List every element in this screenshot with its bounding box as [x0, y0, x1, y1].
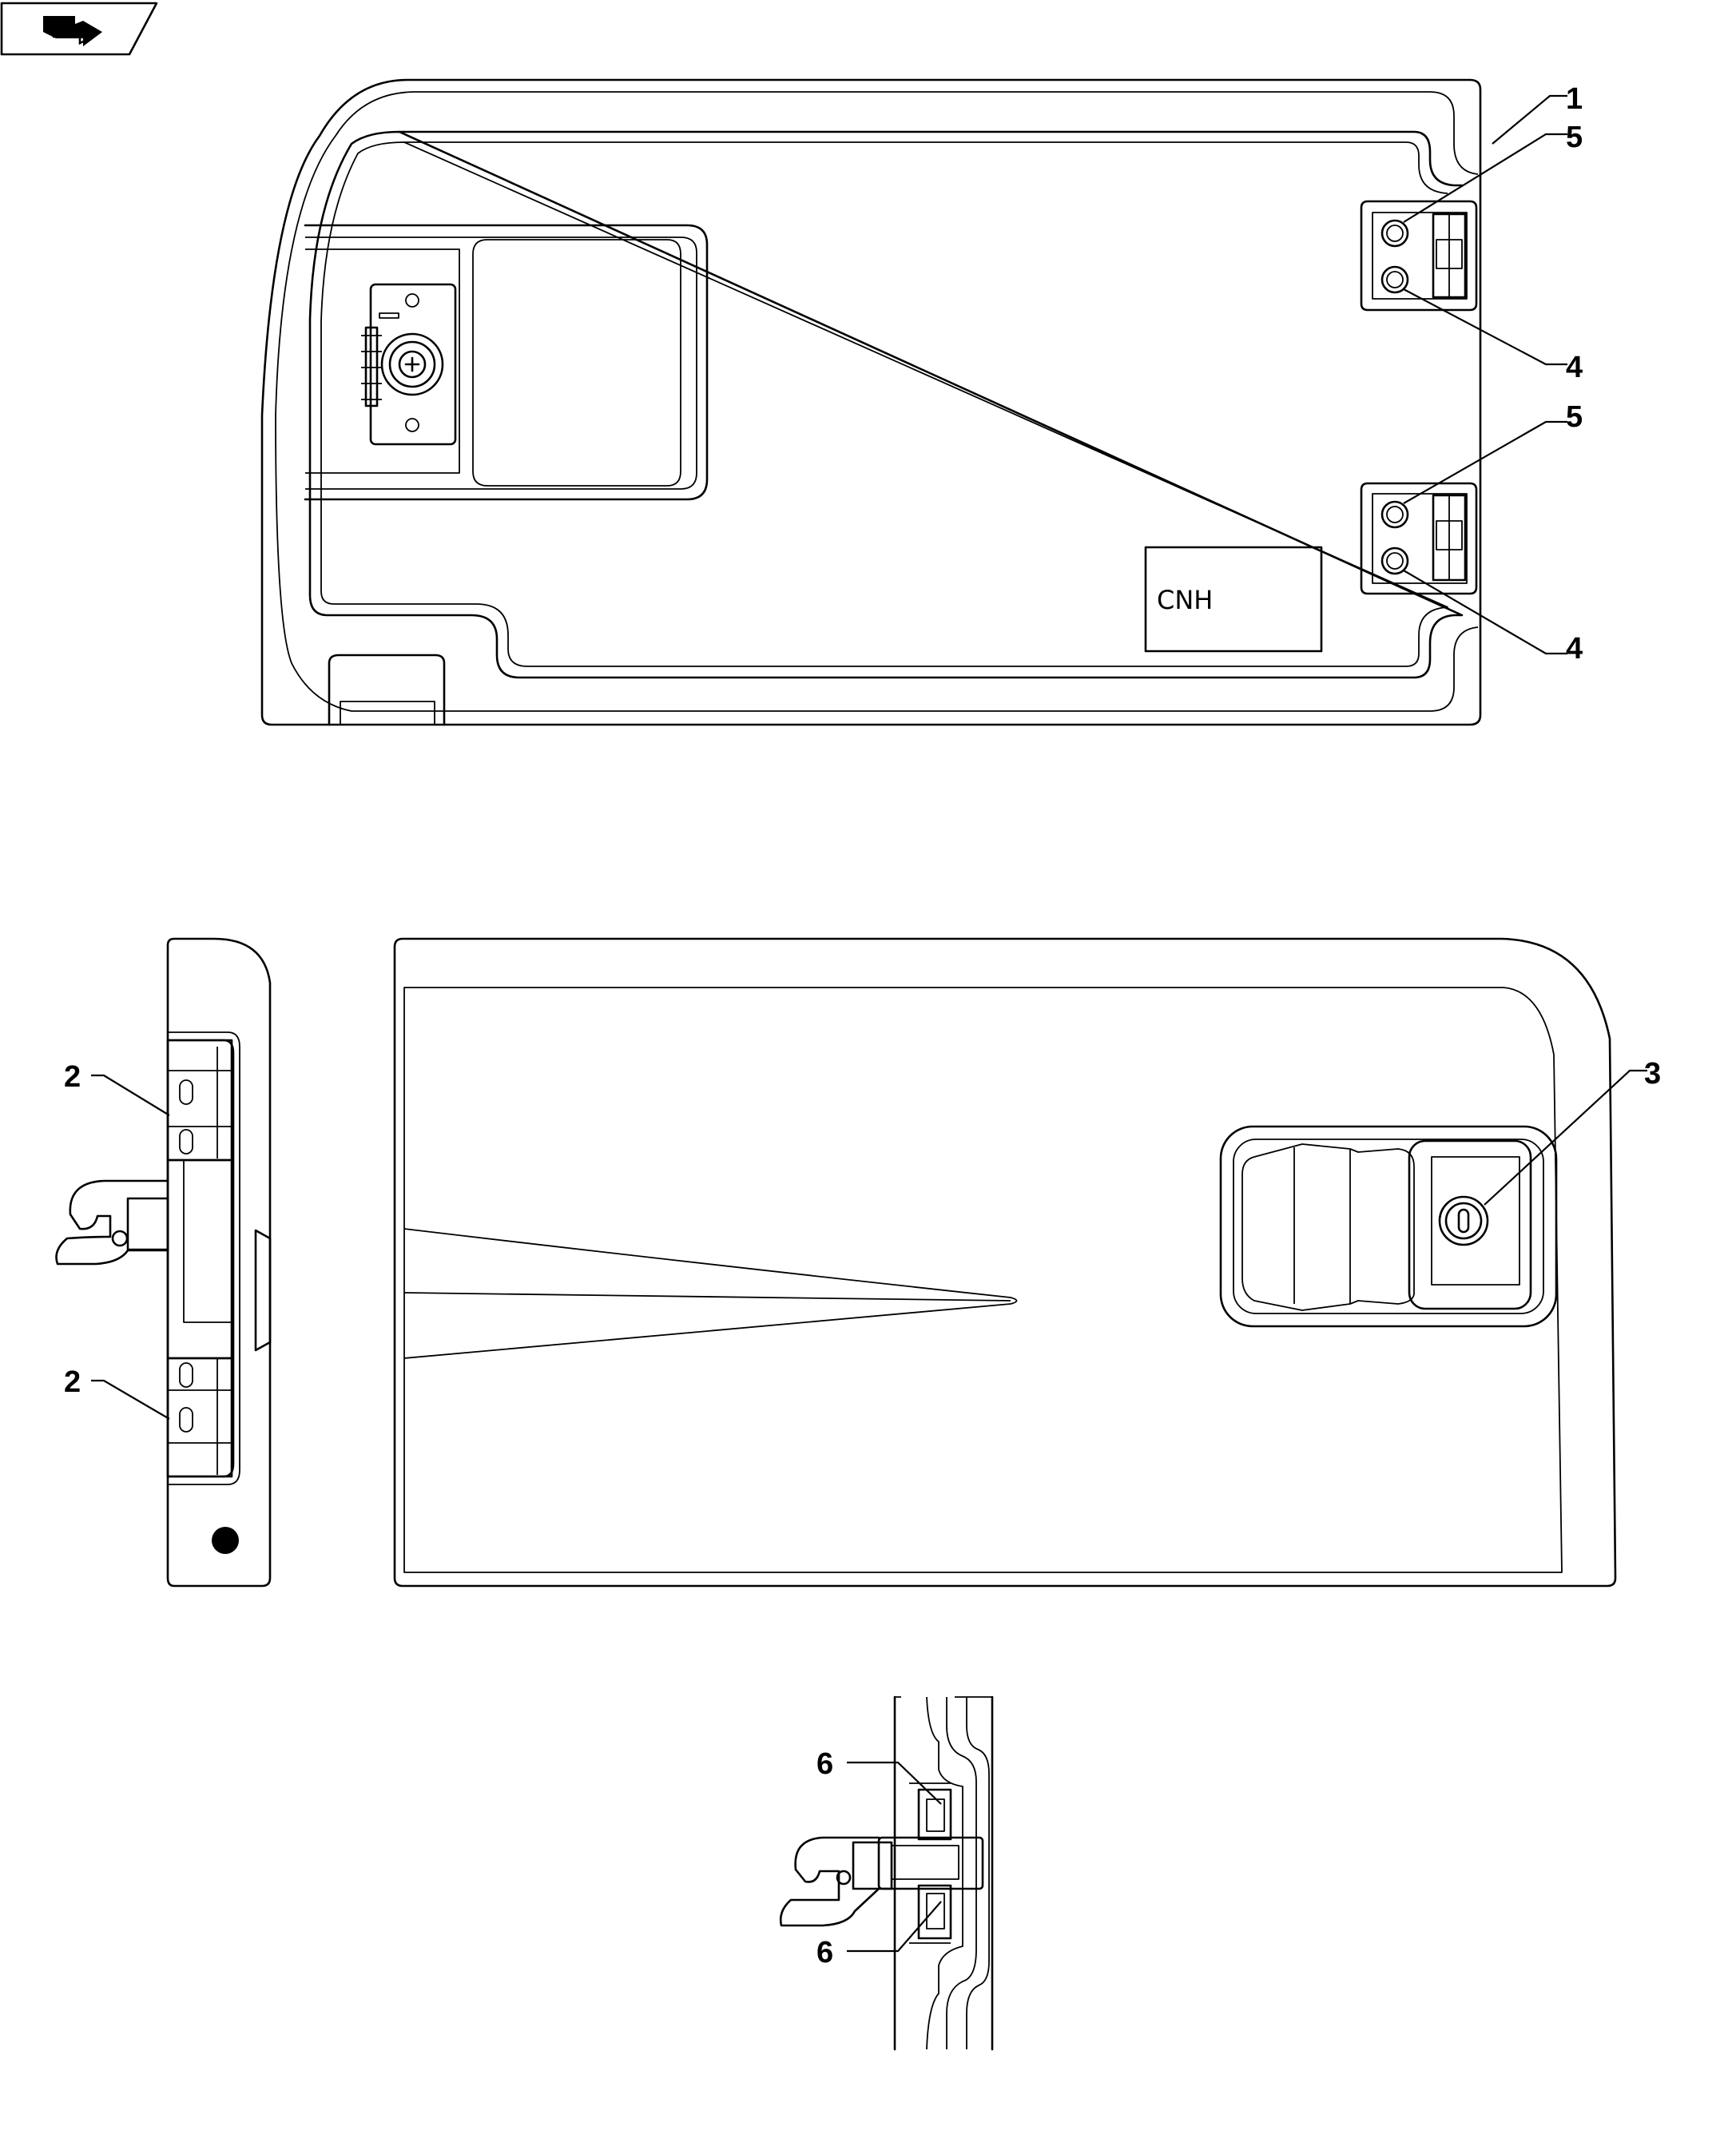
cnh-plate: [1144, 546, 1323, 653]
callout-6-lower: 6: [816, 1936, 833, 1969]
door-inner-view: [260, 78, 1482, 726]
callout-5-lower: 5: [1566, 400, 1583, 434]
callout-3: 3: [1644, 1057, 1661, 1091]
hinge-detail-view: [779, 1695, 994, 2051]
arrow-badge-icon: [0, 2, 158, 56]
door-outer-view: [393, 937, 1617, 1588]
callout-4-lower: 4: [1566, 632, 1583, 666]
callout-2-lower: 2: [64, 1365, 81, 1399]
callout-1: 1: [1566, 82, 1583, 116]
cnh-plate-label: CNH: [1157, 585, 1213, 615]
callout-4-upper: 4: [1566, 351, 1583, 384]
door-side-view: [55, 937, 272, 1588]
callout-6-upper: 6: [816, 1747, 833, 1781]
callout-5-upper: 5: [1566, 121, 1583, 154]
callout-2-upper: 2: [64, 1060, 81, 1094]
